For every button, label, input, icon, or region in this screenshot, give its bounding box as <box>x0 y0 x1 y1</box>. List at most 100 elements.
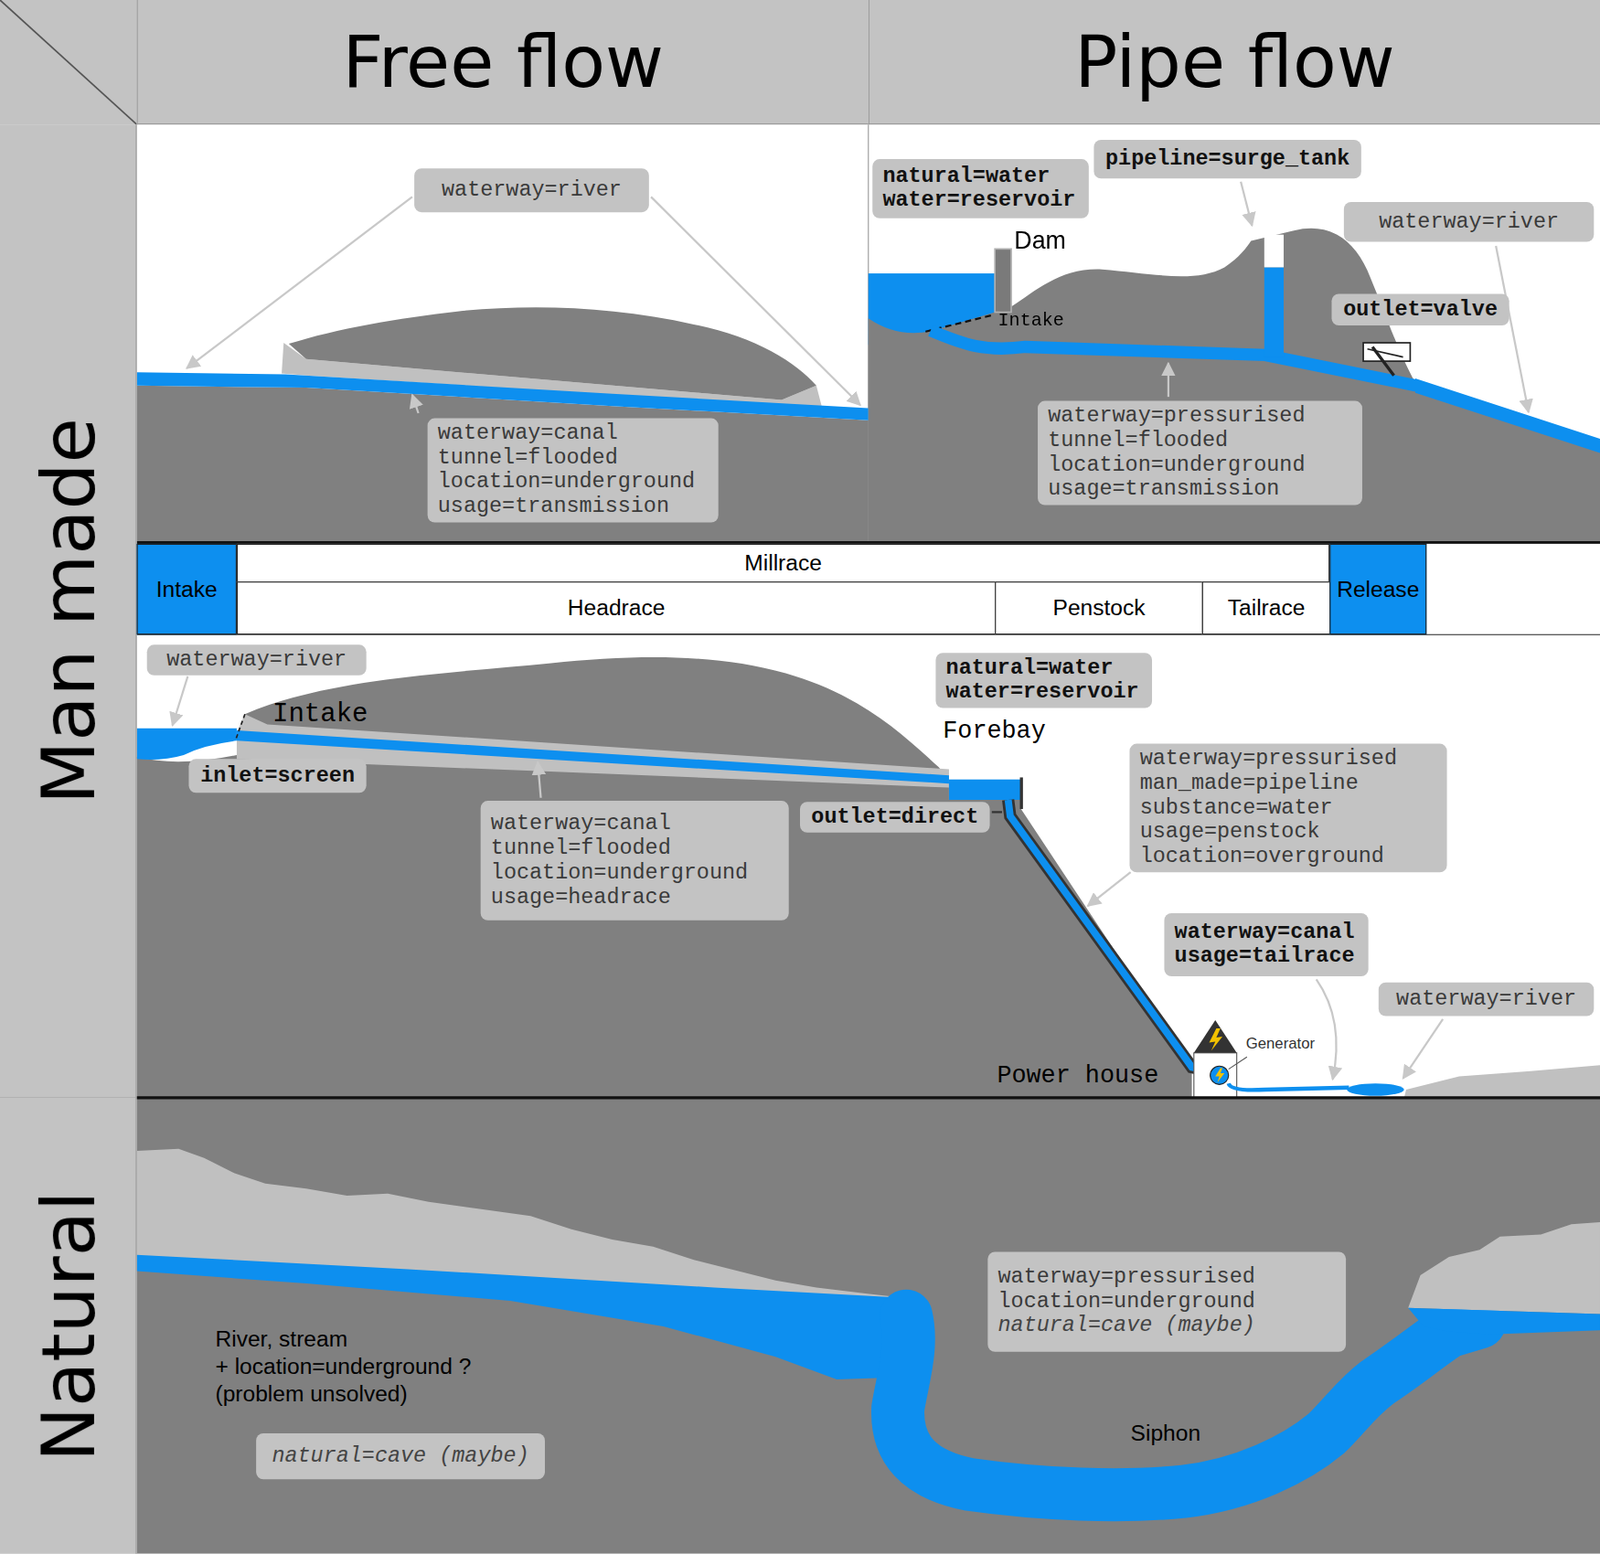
tag-text: waterway=river <box>1396 987 1577 1013</box>
tag-box: waterway=river <box>147 644 367 675</box>
table-cell: Release <box>1329 544 1427 635</box>
tag-text: usage=transmission <box>1047 477 1353 502</box>
tag-text: location=underground <box>1047 453 1353 479</box>
leader-arrow <box>172 676 189 726</box>
tag-text: natural=water <box>946 656 1142 682</box>
forebay-wall <box>1020 777 1024 810</box>
tag-text: waterway=pressurised <box>998 1265 1336 1291</box>
header-text: Natural <box>24 1190 111 1462</box>
tag-text: water=reservoir <box>946 680 1142 705</box>
note-text: River, stream <box>214 1326 348 1354</box>
leader-arrow <box>1403 1019 1444 1079</box>
tag-text: waterway=pressurised <box>1140 746 1438 772</box>
column-header: Pipe flow <box>868 0 1600 125</box>
screen-line <box>235 714 246 740</box>
outlet-mark <box>992 810 1003 813</box>
tag-box: waterway=river <box>1378 982 1594 1017</box>
lightning-symbol <box>1209 1028 1224 1052</box>
cave-air <box>1408 1222 1600 1314</box>
tag-text: waterway=river <box>441 178 622 203</box>
river <box>1346 1083 1404 1096</box>
part-label: Siphon <box>1130 1420 1201 1448</box>
tag-text: tunnel=flooded <box>1047 428 1353 454</box>
ground <box>137 657 1193 1099</box>
leader-arrows <box>172 181 1529 1080</box>
table-cell: Intake <box>137 544 237 635</box>
surge-shaft <box>1264 266 1284 357</box>
tag-text: pipeline=surge_tank <box>1105 147 1350 172</box>
column-header: Free flow <box>137 0 869 125</box>
terrain <box>1404 1065 1600 1099</box>
row-header: Man made <box>0 124 138 1099</box>
cell-text: Intake <box>156 576 218 603</box>
river <box>1415 378 1600 453</box>
cell-text: Penstock <box>1053 595 1146 622</box>
tag-box: pipeline=surge_tank <box>1093 139 1361 179</box>
header-text: Man made <box>24 417 111 805</box>
table-blank <box>1426 544 1600 635</box>
pressure-tunnel <box>930 330 1417 386</box>
tag-box: waterway=canalusage=tailrace <box>1163 913 1368 977</box>
part-label: Intake <box>998 309 1065 332</box>
surge-opening <box>1264 234 1284 268</box>
part-label: Intake <box>272 699 368 732</box>
table-cell: Headrace <box>236 581 996 635</box>
ground <box>868 228 1600 544</box>
tag-box: natural=cave (maybe) <box>256 1433 545 1480</box>
power-house-roof <box>1194 1020 1238 1054</box>
leader-arrow <box>1316 979 1337 1079</box>
tag-text: location=underground <box>437 470 709 496</box>
tag-text: waterway=canal <box>1174 920 1359 946</box>
leader-arrow <box>1088 872 1131 907</box>
leader-line <box>1228 1056 1248 1069</box>
water <box>137 372 869 420</box>
tag-text: usage=headrace <box>490 885 779 910</box>
tag-text: outlet=valve <box>1343 297 1498 322</box>
underground-water <box>1408 1308 1600 1335</box>
tag-box: inlet=screen <box>188 758 366 793</box>
tag-box: waterway=river <box>414 168 650 213</box>
table-cell: Tailrace <box>1202 581 1332 635</box>
leader-arrow <box>186 196 413 368</box>
part-label: Forebay <box>942 717 1046 747</box>
tag-box: outlet=valve <box>1331 293 1509 326</box>
tag-box: waterway=pressurisedman_made=pipelinesub… <box>1129 744 1447 874</box>
cell-text: Release <box>1336 576 1419 603</box>
tag-text: waterway=canal <box>437 421 709 447</box>
tag-text: waterway=pressurised <box>1047 404 1353 429</box>
tag-text: tunnel=flooded <box>437 446 709 471</box>
part-label: Dam <box>1013 226 1067 256</box>
tag-text: waterway=river <box>1378 209 1559 235</box>
tag-text: natural=cave (maybe) <box>998 1313 1336 1339</box>
forebay-water <box>949 779 1021 800</box>
tag-box: waterway=canaltunnel=floodedlocation=und… <box>480 800 790 921</box>
tag-text: tunnel=flooded <box>490 836 779 862</box>
panel <box>868 124 1600 544</box>
tag-text: outlet=direct <box>810 805 979 831</box>
cell-text: Millrace <box>744 550 822 577</box>
cell-text: Headrace <box>567 595 665 622</box>
tag-box: waterway=river <box>1344 202 1594 243</box>
panel <box>137 124 869 544</box>
cell-text: Tailrace <box>1227 595 1306 622</box>
tag-box: waterway=pressurisedtunnel=floodedlocati… <box>1037 401 1363 506</box>
tag-text: water=reservoir <box>882 188 1078 214</box>
valve-house <box>1363 342 1410 362</box>
tag-text: natural=water <box>882 164 1078 190</box>
tag-text: usage=penstock <box>1140 820 1438 845</box>
tag-text: location=underground <box>998 1290 1336 1315</box>
tag-text: inlet=screen <box>200 763 355 789</box>
tag-text: waterway=river <box>166 648 347 673</box>
header-text: Pipe flow <box>1074 20 1395 105</box>
tag-text: location=overground <box>1140 844 1438 870</box>
leader-arrow <box>1167 362 1170 397</box>
tailrace-water <box>1228 1083 1350 1090</box>
generator-symbol <box>1210 1066 1229 1085</box>
table-cell: Penstock <box>994 581 1204 635</box>
tag-text: usage=transmission <box>437 494 709 520</box>
part-label: Power house <box>996 1062 1159 1092</box>
tag-box: natural=waterwater=reservoir <box>872 159 1089 219</box>
tag-box: waterway=canaltunnel=floodedlocation=und… <box>427 418 719 523</box>
note-text: + location=underground ? <box>214 1354 471 1381</box>
